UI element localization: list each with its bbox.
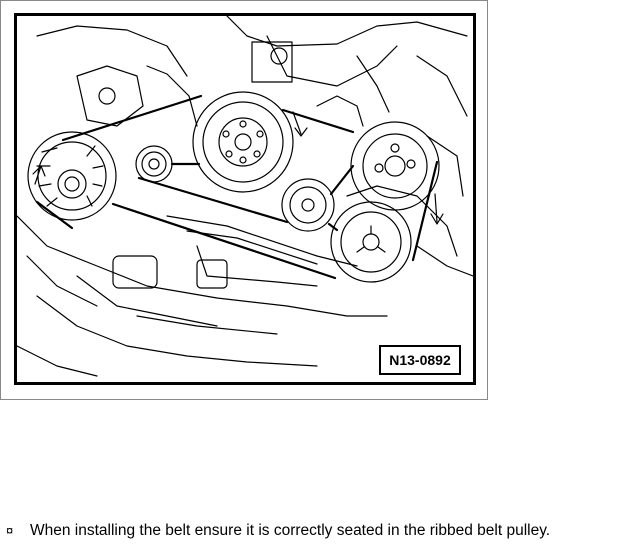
belt-drive-illustration [17,16,473,377]
engine-belt-drawing: N13-0892 [14,13,476,385]
bullet-icon: ¤ [6,523,14,538]
figure-frame: N13-0892 [0,0,488,400]
note-text: When installing the belt ensure it is co… [30,522,551,539]
installation-note: ¤ When installing the belt ensure it is c… [6,521,636,541]
figure-label: N13-0892 [379,345,461,375]
